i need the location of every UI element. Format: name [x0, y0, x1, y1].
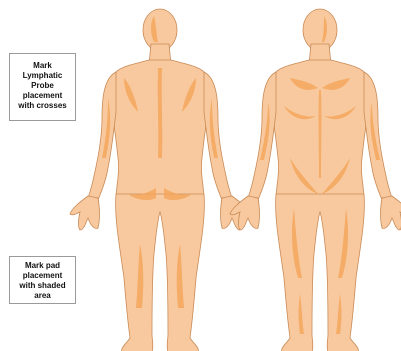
back-view-body-icon [70, 9, 250, 351]
front-view-body-icon [230, 9, 401, 351]
